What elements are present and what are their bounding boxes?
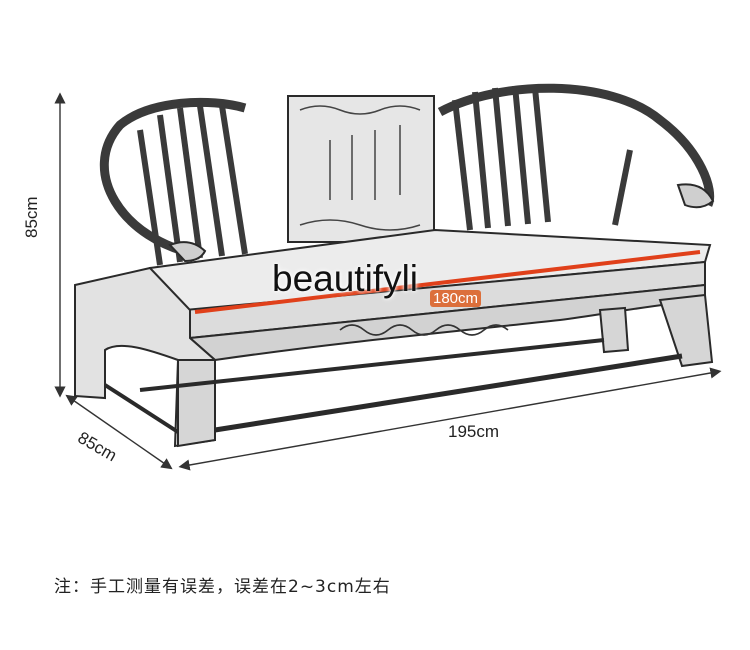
dimension-lines (54, 92, 722, 471)
left-armrest-arc (99, 97, 247, 260)
measurement-note: 注：手工测量有误差，误差在2~3cm左右 (54, 577, 391, 597)
width-dimension-line (178, 367, 722, 471)
back-stretcher (139, 338, 605, 392)
seat-width-label: 180cm (430, 290, 482, 307)
center-back-panel (287, 95, 435, 243)
front-left-leg (177, 359, 216, 448)
depth-dimension-line (65, 394, 173, 470)
width-label: 195cm (448, 422, 500, 441)
front-stretcher (214, 353, 683, 433)
right-spindles (452, 85, 633, 231)
right-armrest-scroll (676, 183, 715, 209)
height-label: 85cm (22, 196, 41, 238)
front-right-leg (658, 293, 714, 368)
seat-width-line (194, 250, 701, 314)
side-stretcher (103, 383, 180, 434)
back-right-leg (598, 306, 630, 354)
watermark-text: beautifyli (272, 258, 419, 299)
left-armrest-scroll (168, 241, 207, 263)
panel-carving (299, 105, 421, 231)
left-spindles (137, 105, 248, 266)
apron-scrolls (339, 324, 509, 336)
